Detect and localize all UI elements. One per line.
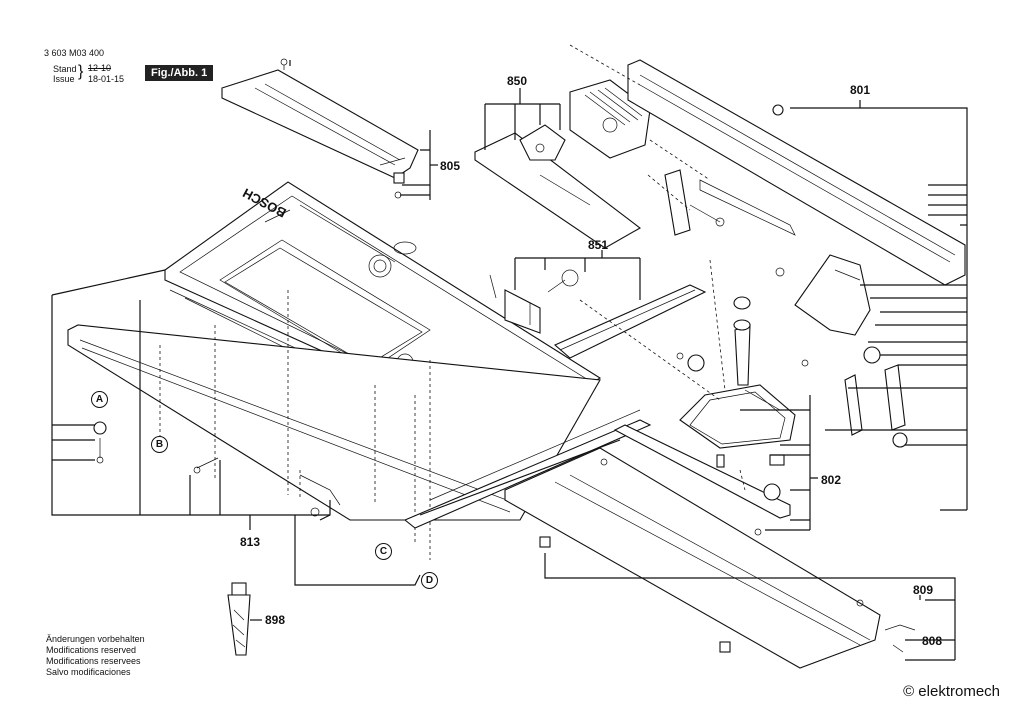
document-number: 3 603 M03 400 <box>44 48 105 58</box>
issue-value: 18-01-15 <box>88 74 125 84</box>
fence-clamp-assembly <box>489 269 707 359</box>
callout-850: 850 <box>507 74 528 88</box>
callout-813: 813 <box>240 535 261 549</box>
callout-802: 802 <box>821 473 842 487</box>
copyright: © elektromech <box>903 683 1000 700</box>
brace: } <box>78 63 84 80</box>
fence-lock-parts <box>775 254 908 448</box>
circle-label-d: D <box>421 572 438 589</box>
rail-bars <box>403 409 652 529</box>
rip-fence <box>627 59 966 286</box>
note-es: Salvo modificaciones <box>46 667 131 677</box>
insert-plate <box>221 58 419 199</box>
note-fr: Modifications reservees <box>46 656 141 666</box>
table-top <box>67 181 602 521</box>
stand-value: 12-10 <box>88 63 112 73</box>
note-de: Änderungen vorbehalten <box>46 634 145 644</box>
callout-808: 808 <box>922 634 943 648</box>
extension-table <box>504 447 881 669</box>
blade-guard <box>474 79 651 249</box>
callout-809: 809 <box>913 583 934 597</box>
callout-898: 898 <box>265 613 286 627</box>
callout-851: 851 <box>588 238 609 252</box>
issue-label: Issue <box>53 74 75 84</box>
circle-label-b: B <box>151 436 168 453</box>
side-rail-hardware <box>93 421 320 517</box>
glue-tube <box>227 582 251 656</box>
stand-label: Stand <box>53 64 77 74</box>
miter-gauge <box>613 296 796 536</box>
note-en: Modifications reserved <box>46 645 137 655</box>
callout-805: 805 <box>440 159 461 173</box>
callout-801: 801 <box>850 83 871 97</box>
circle-label-a: A <box>91 391 108 408</box>
figure-badge: Fig./Abb. 1 <box>145 65 214 81</box>
circle-label-c: C <box>375 543 392 560</box>
